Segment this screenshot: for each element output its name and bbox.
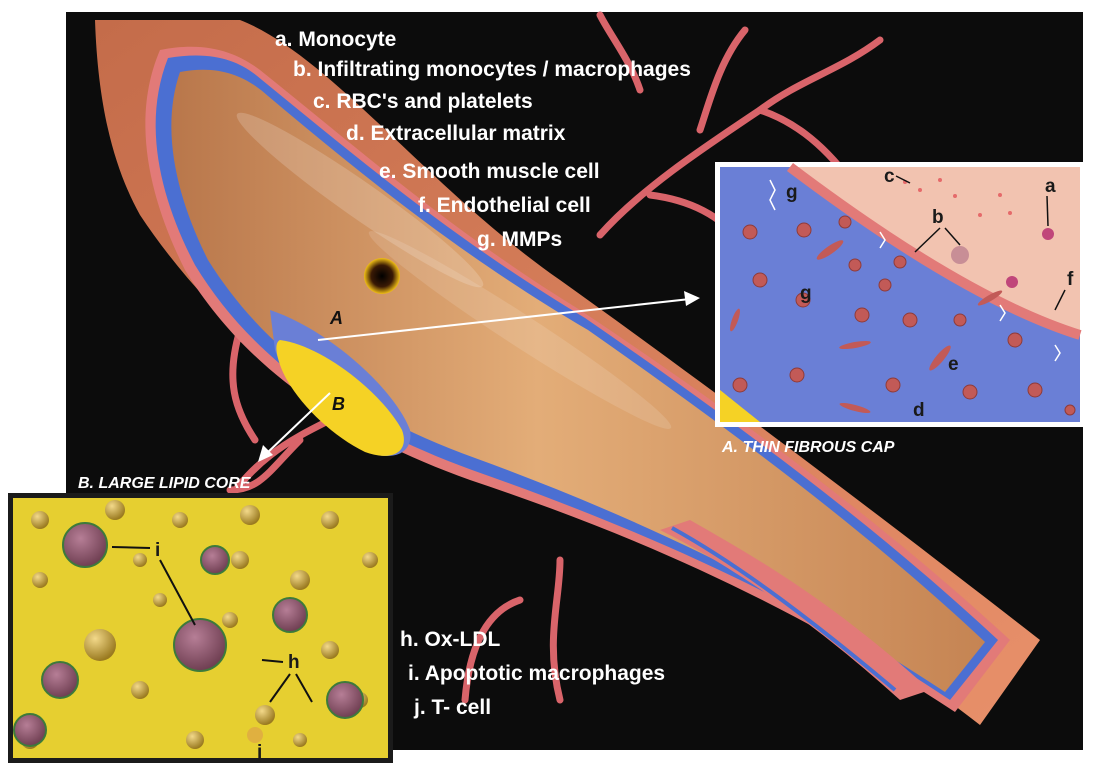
- monocyte: [1042, 228, 1054, 240]
- svg-text:j: j: [256, 742, 262, 763]
- svg-text:b: b: [932, 207, 944, 228]
- legend-item-c: c. RBC's and platelets: [313, 90, 533, 113]
- plaque-rupture-site: [364, 258, 400, 294]
- inset-a-thin-fibrous-cap: c a b f e d g g: [715, 162, 1085, 427]
- inset-b-caption: B. LARGE LIPID CORE: [78, 475, 252, 492]
- svg-text:d: d: [913, 400, 925, 421]
- legend-item-h: h. Ox-LDL: [400, 628, 500, 651]
- svg-text:h: h: [288, 652, 300, 673]
- svg-text:a: a: [1045, 176, 1056, 197]
- svg-text:c: c: [884, 166, 895, 187]
- t-cell: [247, 727, 263, 743]
- legend-item-e: e. Smooth muscle cell: [379, 160, 600, 183]
- legend-item-j: j. T- cell: [413, 696, 491, 719]
- pointer-label-b: B: [332, 394, 345, 414]
- svg-text:f: f: [1067, 269, 1074, 290]
- pointer-label-a: A: [329, 308, 343, 328]
- legend-item-a: a. Monocyte: [275, 28, 396, 51]
- inset-b-large-lipid-core: i h j: [8, 493, 393, 763]
- legend-item-d: d. Extracellular matrix: [346, 122, 566, 145]
- svg-text:g: g: [786, 182, 798, 203]
- legend-item-g: g. MMPs: [477, 228, 562, 251]
- svg-text:e: e: [948, 354, 959, 375]
- legend-item-i: i. Apoptotic macrophages: [408, 662, 665, 685]
- inset-a-caption: A. THIN FIBROUS CAP: [721, 439, 895, 456]
- legend-item-f: f. Endothelial cell: [418, 194, 591, 217]
- legend-item-b: b. Infiltrating monocytes / macrophages: [293, 58, 691, 81]
- svg-text:i: i: [155, 540, 160, 561]
- svg-text:g: g: [800, 283, 812, 304]
